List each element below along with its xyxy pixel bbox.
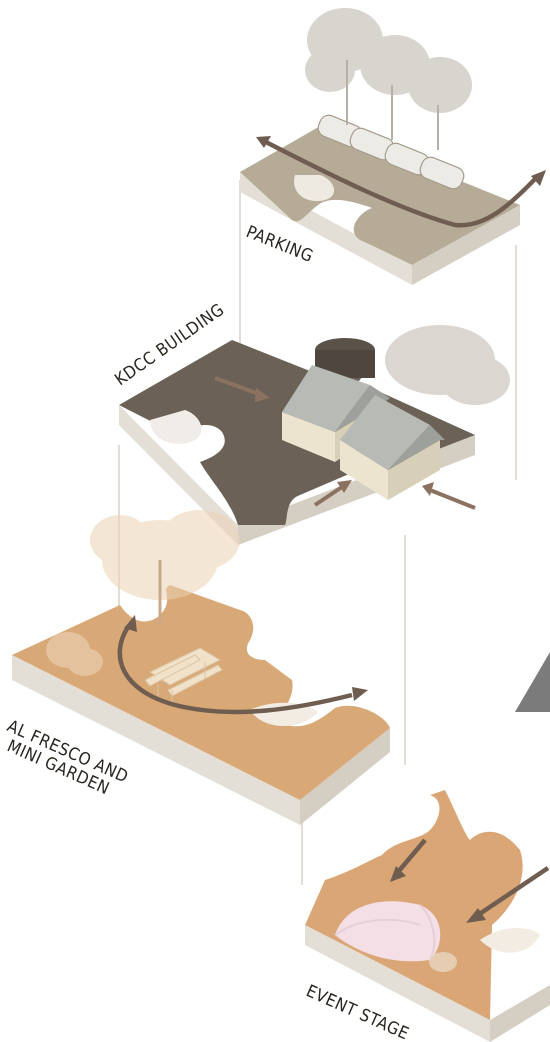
tree-icon bbox=[90, 510, 240, 600]
north-arrow-icon bbox=[515, 652, 550, 712]
shrub-icon bbox=[429, 952, 457, 972]
event-stage-layer: EVENT STAGE bbox=[303, 790, 550, 1042]
kdcc-building-layer: KDCC BUILDING bbox=[111, 300, 510, 545]
alfresco-garden-layer: AL FRESCO AND MINI GARDEN bbox=[4, 510, 390, 825]
arrow-head bbox=[352, 687, 368, 701]
tree-icon bbox=[305, 8, 472, 113]
parking-label: PARKING bbox=[243, 222, 316, 267]
stage-slab-side-right bbox=[490, 985, 550, 1042]
parking-layer: PARKING bbox=[240, 8, 546, 285]
tree-icon bbox=[385, 325, 510, 405]
